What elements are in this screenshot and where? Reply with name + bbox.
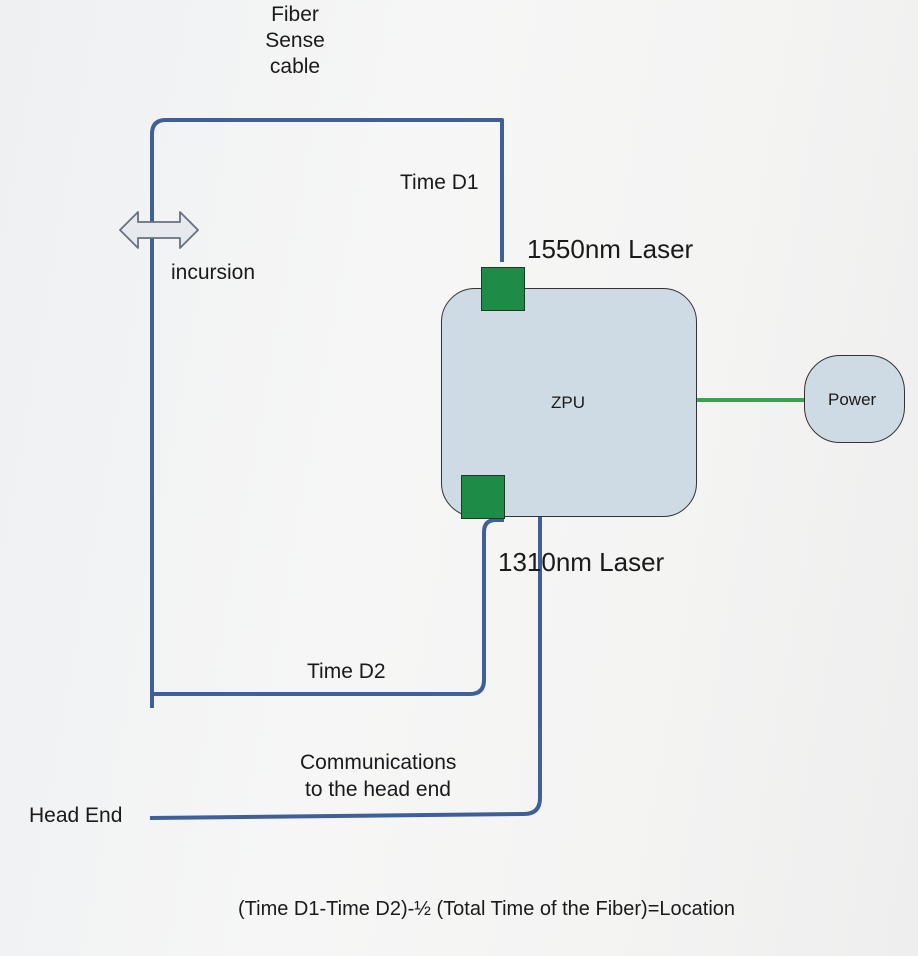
time-d2-label: Time D2 bbox=[307, 660, 386, 684]
time-d1-label: Time D1 bbox=[400, 171, 479, 195]
head-end-label: Head End bbox=[29, 804, 122, 828]
laser-1310-label: 1310nm Laser bbox=[498, 547, 664, 578]
communications-label-line1: Communications bbox=[300, 751, 456, 775]
power-label: Power bbox=[828, 390, 876, 410]
zpu-label: ZPU bbox=[551, 393, 585, 413]
location-formula: (Time D1-Time D2)-½ (Total Time of the F… bbox=[238, 898, 735, 921]
laser-1310-block bbox=[461, 475, 505, 519]
laser-1550-block bbox=[481, 267, 525, 311]
incursion-label: incursion bbox=[171, 261, 255, 285]
communications-label-line2: to the head end bbox=[305, 778, 451, 802]
laser-1550-label: 1550nm Laser bbox=[527, 234, 693, 265]
double-arrow-icon bbox=[120, 212, 198, 248]
fiber-sense-cable-label: Fiber Sense cable bbox=[255, 2, 335, 80]
